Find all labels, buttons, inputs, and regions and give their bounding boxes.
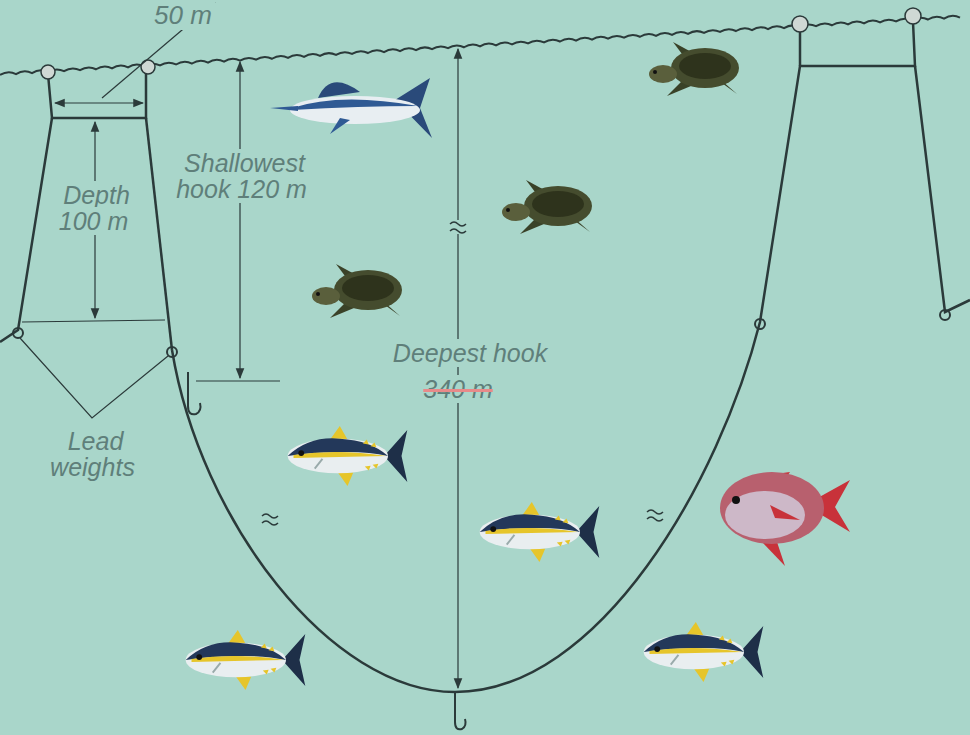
label-text: Deepest hook [390,339,550,367]
label-text: 340 m [420,375,495,403]
dimension-label: 340 m [408,376,508,402]
label-text: 50 m [151,0,215,30]
label-text: Lead weights [50,427,138,481]
dimension-label: Depth 100 m [48,182,142,235]
dimension-label: Shallowest hook 120 m [168,150,318,203]
label-text: Depth 100 m [59,181,131,235]
label-text: Shallowest hook 120 m [176,149,310,203]
dimension-label: Deepest hook [370,340,570,366]
dimension-label: 50 m [138,2,228,29]
dimension-label: Lead weights [44,428,144,481]
